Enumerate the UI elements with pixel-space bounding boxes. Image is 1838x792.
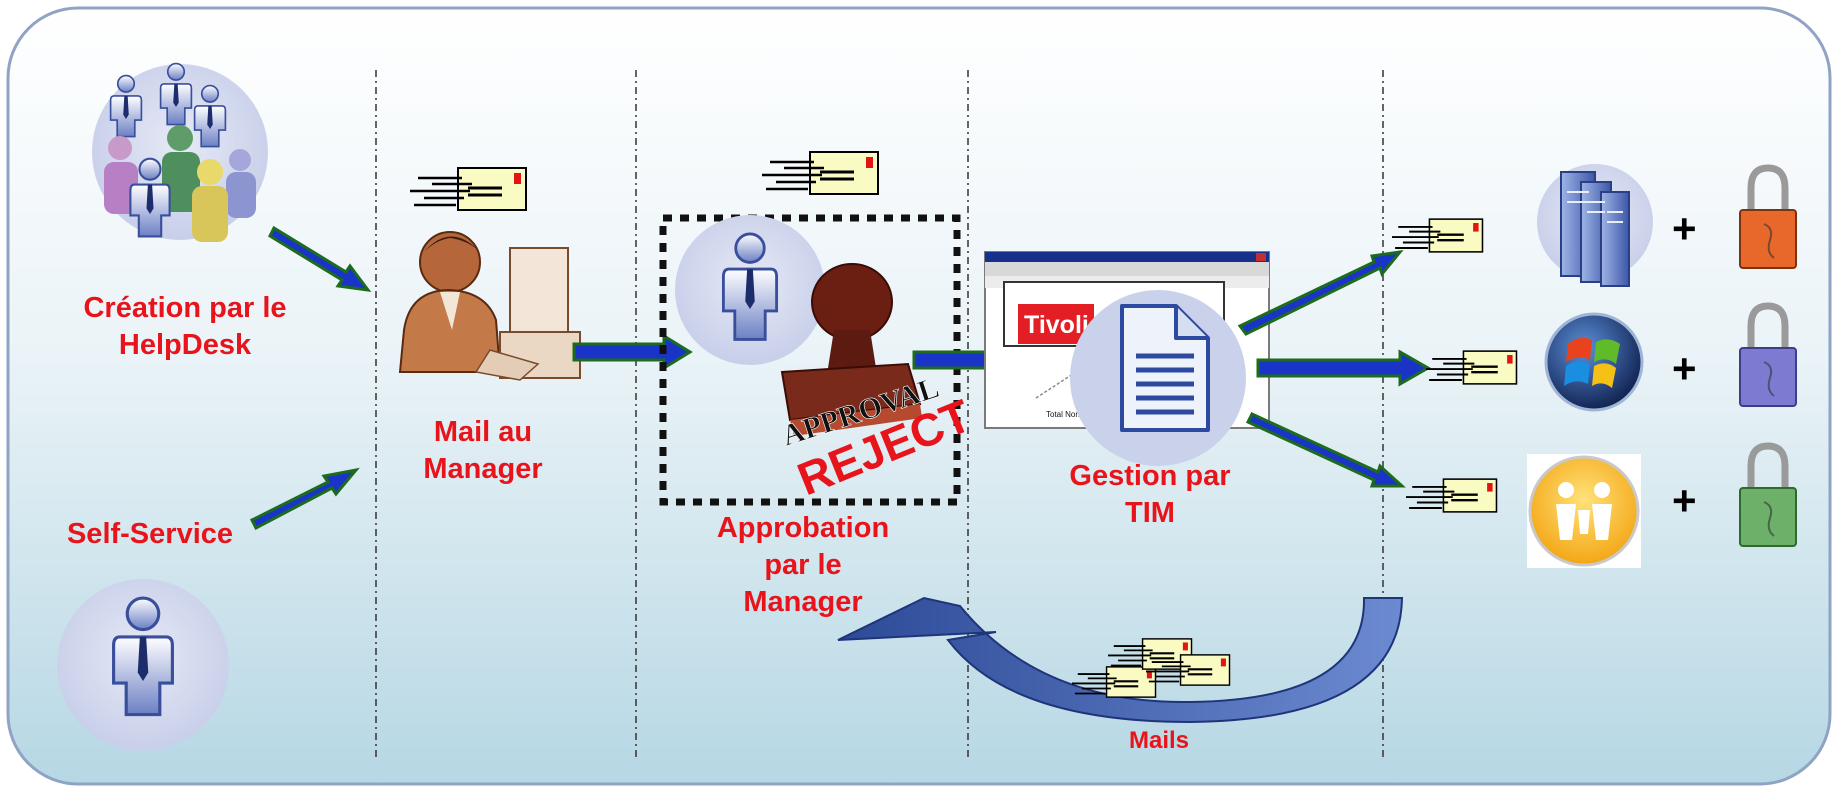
label-self-service: Self-Service (66, 518, 234, 550)
label-mail-manager: Mail au Manager (423, 416, 543, 486)
arrow-selfservice-to-manager (249, 467, 360, 531)
helpdesk-group-icon (92, 62, 268, 242)
label-creation-helpdesk: Création par le HelpDesk (83, 292, 287, 362)
return-mails-arrow (837, 596, 1404, 724)
column-dividers (375, 70, 1384, 760)
lotus-notes-icon (1527, 454, 1641, 568)
plus-sign-server: + (1672, 205, 1697, 252)
server-icon (1537, 164, 1653, 287)
arrow-manager-to-approval (572, 333, 693, 371)
manager-at-computer-icon (398, 231, 581, 381)
plus-sign-windows: + (1672, 345, 1697, 392)
label-mails: Mails (1128, 727, 1190, 754)
arrow-tim-to-server (1237, 249, 1404, 336)
tivoli-brand-text: Tivoli (1024, 311, 1089, 339)
plus-sign-lotus: + (1672, 477, 1697, 524)
tim-document-icon (1070, 290, 1246, 466)
label-approbation-manager: Approbation par le Manager (716, 512, 890, 619)
arrow-tim-to-windows (1256, 349, 1432, 387)
label-gestion-tim: Gestion par TIM (1069, 460, 1231, 530)
approval-stamp-icon (780, 263, 922, 436)
windows-logo-icon (1544, 312, 1644, 412)
arrow-tim-to-lotus (1245, 412, 1406, 488)
arrow-helpdesk-to-manager (268, 225, 372, 292)
self-service-person-icon (57, 579, 229, 751)
approver-person-icon (675, 215, 825, 365)
